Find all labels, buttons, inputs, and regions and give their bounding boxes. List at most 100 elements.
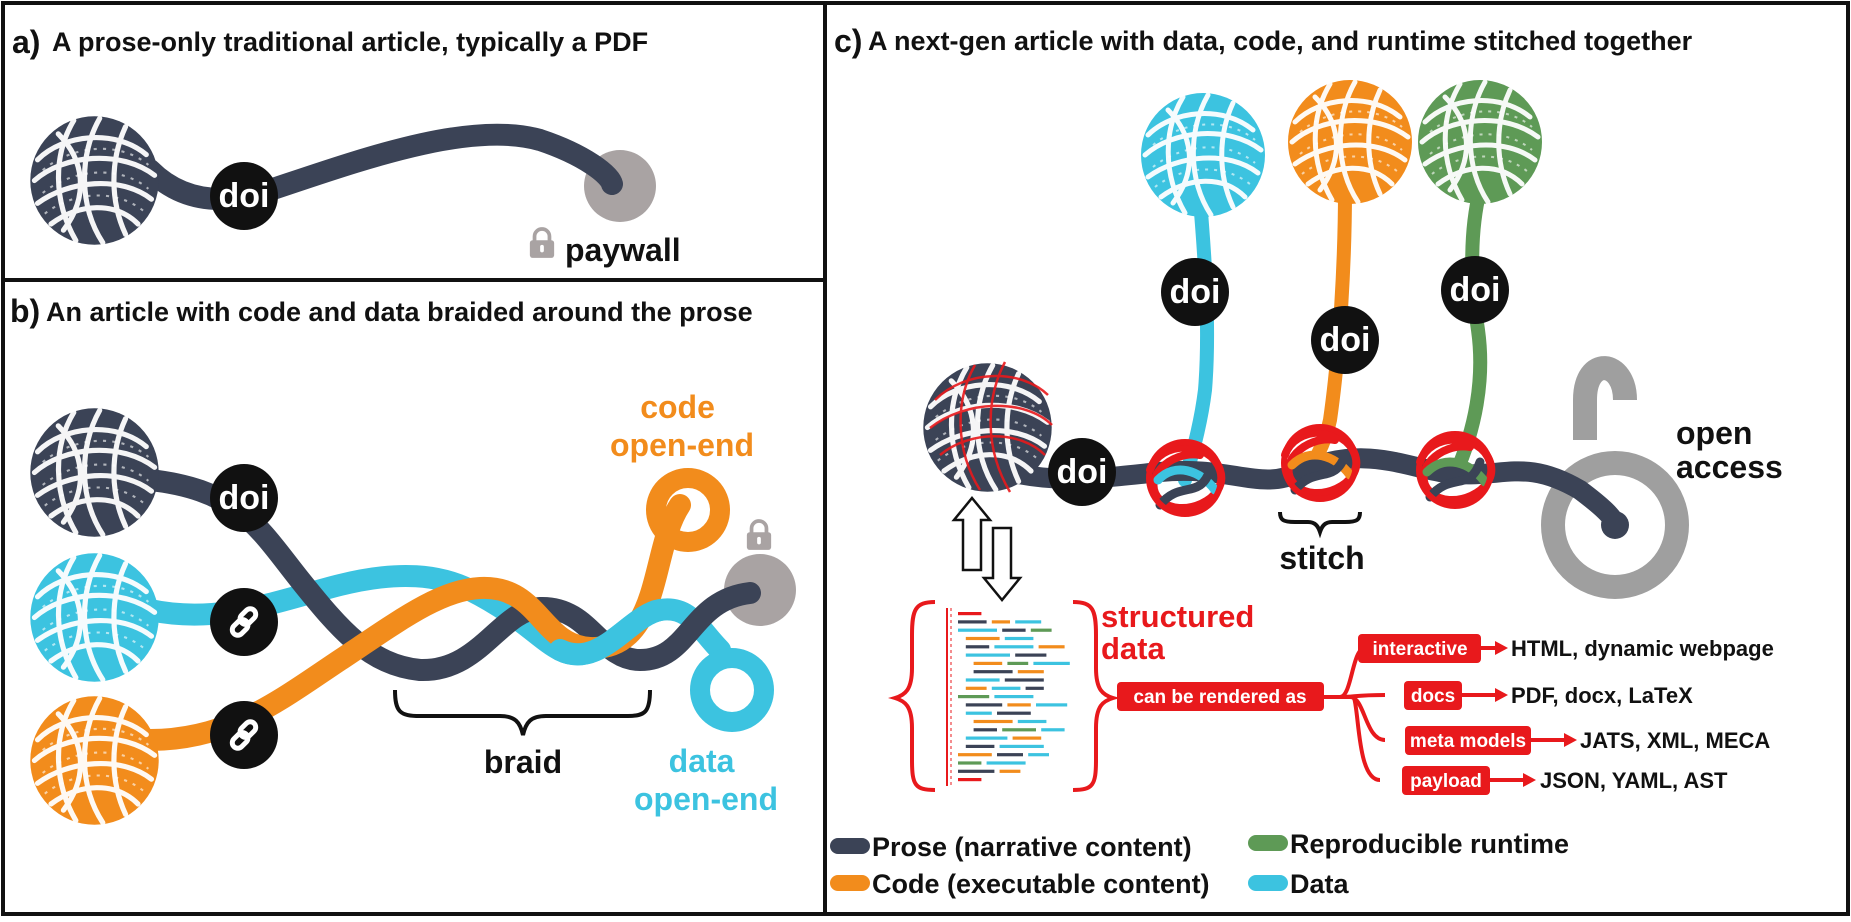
rendered-as-box — [1117, 682, 1324, 711]
output-formats-interactive: HTML, dynamic webpage — [1511, 636, 1774, 661]
panel-b-title: An article with code and data braided ar… — [46, 297, 753, 327]
legend-label-data: Data — [1290, 869, 1350, 899]
panel-a-label: a) — [12, 24, 40, 60]
code-lines — [958, 612, 1070, 782]
code-line-segment — [1007, 703, 1031, 707]
lock-icon — [528, 227, 556, 260]
legend-label-runtime: Reproducible runtime — [1290, 829, 1569, 859]
legend-label-code: Code (executable content) — [872, 869, 1210, 899]
code-line-segment — [965, 711, 992, 715]
braid-label: braid — [484, 744, 562, 780]
prose-strand-b — [139, 469, 761, 682]
code-line-segment — [997, 753, 1023, 757]
code-line-segment — [958, 753, 992, 757]
code-line-segment — [994, 645, 1034, 649]
code-line-segment — [1025, 686, 1044, 690]
code-line-segment — [958, 695, 990, 699]
open-access-line2: access — [1676, 449, 1783, 485]
code-line-segment — [994, 695, 1034, 699]
structured-data-line1: structured — [1101, 599, 1254, 634]
doi-badge-runtime — [1441, 256, 1509, 324]
yarn-ball-icon — [1418, 80, 1542, 204]
code-line-segment — [973, 728, 997, 732]
code-strand-b — [139, 494, 691, 751]
code-line-segment — [958, 612, 982, 616]
stitch-brace — [1278, 511, 1362, 539]
panel-c: c) A next-gen article with data, code, a… — [830, 23, 1783, 899]
code-line-segment — [965, 653, 1010, 657]
code-line-segment — [965, 678, 1000, 682]
code-line-segment — [958, 769, 995, 773]
output-docs: docs PDF, docx, LaTeX — [1404, 681, 1693, 710]
code-line-segment — [999, 744, 1044, 748]
code-line-segment — [997, 711, 1031, 715]
code-line-segment — [1036, 703, 1068, 707]
data-open-end-loop — [690, 648, 774, 732]
code-line-segment — [991, 620, 1010, 624]
code-line-segment — [958, 620, 987, 624]
yarn-ball-icon — [30, 696, 158, 824]
doi-label-b: doi — [219, 479, 270, 517]
doi-label-prose: doi — [1057, 453, 1108, 491]
yarn-ball-icon — [30, 553, 158, 681]
open-access-icon — [1541, 356, 1689, 599]
output-formats-docs: PDF, docx, LaTeX — [1511, 683, 1693, 708]
code-line-segment — [999, 769, 1021, 773]
code-line-segment — [1007, 661, 1029, 665]
code-line-segment — [965, 686, 987, 690]
code-line-segment — [1028, 753, 1049, 757]
data-open-end-line2: open-end — [634, 781, 778, 817]
code-line-segment — [1015, 620, 1042, 624]
code-line-segment — [1004, 678, 1044, 682]
code-line-segment — [1012, 736, 1042, 740]
code-line-segment — [1004, 636, 1034, 641]
doi-label-a: doi — [219, 177, 270, 215]
code-line-segment — [958, 761, 982, 765]
double-arrow-icon — [951, 496, 1023, 602]
paywall-label: paywall — [565, 232, 681, 268]
stitch-knot-data — [1146, 439, 1226, 517]
data-strand-c — [1178, 193, 1215, 487]
output-interactive: interactive HTML, dynamic webpage — [1358, 634, 1774, 663]
yarn-ball-icon — [1141, 93, 1265, 217]
panel-c-label: c) — [834, 23, 862, 59]
code-line-segment — [986, 761, 1026, 765]
stitch-knot-code — [1281, 424, 1361, 502]
doi-badge-data — [1161, 258, 1229, 326]
code-line-segment — [1017, 670, 1044, 674]
open-access-dot — [1601, 511, 1629, 539]
code-line-segment — [1038, 645, 1065, 649]
code-open-end-label: code open-end — [610, 389, 754, 463]
data-overlap — [549, 599, 671, 666]
rendered-as-label: can be rendered as — [1133, 687, 1306, 708]
code-line-segment — [965, 645, 990, 649]
doi-label-runtime: doi — [1450, 271, 1501, 309]
code-line-segment — [973, 670, 1013, 674]
code-line-segment — [1002, 628, 1026, 632]
output-tag-interactive: interactive — [1372, 639, 1467, 660]
doi-badge-a — [210, 162, 278, 230]
prose-strand-c — [990, 448, 1625, 535]
legend-label-prose: Prose (narrative content) — [872, 832, 1192, 862]
code-line-segment — [973, 661, 1003, 665]
code-line-segment — [1002, 728, 1036, 732]
code-line-segment — [965, 736, 1008, 740]
structured-data-label: structured data — [1101, 599, 1263, 666]
doi-badge-code — [1311, 306, 1379, 374]
braid-brace — [393, 689, 652, 736]
output-meta-models: meta models JATS, XML, MECA — [1405, 726, 1770, 755]
left-brace — [888, 600, 936, 792]
yarn-ball-prose-c — [923, 362, 1052, 492]
output-formats-meta-models: JATS, XML, MECA — [1580, 728, 1770, 753]
doi-badge-prose — [1048, 438, 1116, 506]
code-line-segment — [958, 778, 982, 782]
right-brace — [1072, 600, 1120, 792]
yarn-ball-icon — [30, 408, 158, 536]
code-open-end-line1: code — [640, 389, 715, 425]
code-line-segment — [1017, 719, 1047, 724]
code-line-segment — [1033, 661, 1070, 665]
open-access-line1: open — [1676, 415, 1752, 451]
